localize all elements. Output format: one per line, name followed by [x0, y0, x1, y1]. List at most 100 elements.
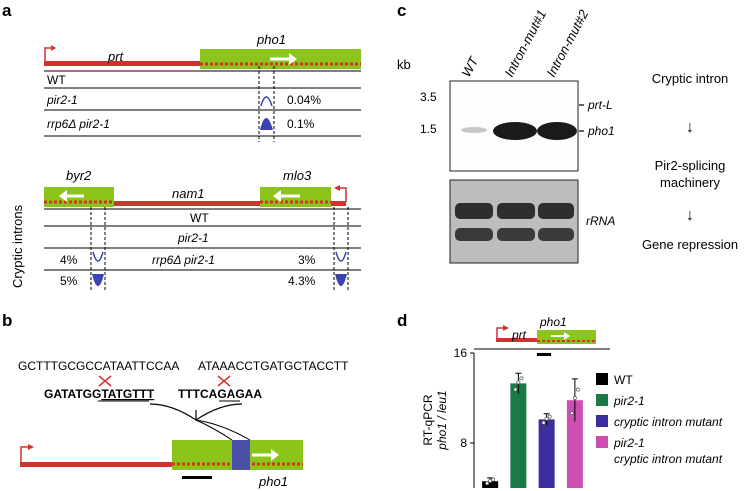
bar-3	[538, 419, 555, 488]
splice-arc-small	[260, 96, 273, 107]
pct-byr2-pir2: 4%	[60, 253, 78, 267]
rrna-band-lower	[497, 228, 535, 241]
row-wt: WT	[47, 73, 66, 87]
data-point	[516, 380, 521, 385]
flow-step-1: Cryptic intron	[652, 71, 729, 86]
marker-3-5: 3.5	[420, 90, 437, 104]
seq-top-left: GCTTTGCGCCATAATTCCAA	[18, 359, 179, 373]
pho1-arrowhead	[271, 449, 279, 461]
mutation-cross-left	[98, 375, 112, 387]
lane-mut2: Intron-mut#2	[543, 7, 591, 80]
kb-label: kb	[397, 57, 411, 72]
seq-top-right: ATAAACCTGATGCTACCTT	[198, 359, 349, 373]
rrna-label: rRNA	[586, 214, 615, 228]
data-point	[547, 414, 552, 419]
prt-label: prt	[107, 49, 125, 64]
probe-bar	[537, 353, 551, 356]
nam1-label: nam1	[172, 186, 205, 201]
seq-bot-left: GATATGGTATGTTT	[44, 387, 155, 401]
prt-tss-arrow	[44, 47, 55, 62]
ylabel-sub: pho1 / leu1	[435, 390, 449, 450]
row-rrp6-pir2-1: rrp6Δ pir2-1	[152, 253, 215, 267]
flow-step-2b: machinery	[660, 175, 720, 190]
data-point	[491, 477, 496, 482]
nam1-tail	[331, 201, 346, 206]
legend-mutant: cryptic intron mutant	[614, 415, 723, 429]
pct-pir2-1: 0.04%	[287, 93, 321, 107]
byr2-arrowhead	[59, 190, 67, 202]
zoom-lines	[195, 419, 251, 441]
legend-pir2-mutant-b: cryptic intron mutant	[614, 452, 723, 466]
flow-step-3: Gene repression	[642, 237, 738, 252]
panel-c-northern: kb WT Intron-mut#1 Intron-mut#2 3.5 1.5 …	[397, 7, 615, 264]
rrna-band-upper	[538, 203, 574, 219]
rrna-gel	[449, 179, 579, 264]
row-wt: WT	[190, 211, 209, 225]
prt-gene-bar	[496, 338, 538, 342]
nam1-tss-arrow	[336, 187, 347, 202]
pct-byr2-rrp6: 5%	[60, 274, 78, 288]
row-rrp6-pir2-1: rrp6Δ pir2-1	[47, 117, 110, 131]
panel-a-letter: a	[2, 1, 12, 20]
prt-gene-bar	[20, 462, 173, 467]
band-label-pho1: pho1	[587, 124, 615, 138]
panel-a-top-diagram: prt pho1 WT pir2-1 rrp6Δ pir2-1 0.04% 0.…	[44, 32, 361, 142]
row-pir2-1: pir2-1	[177, 231, 209, 245]
data-point	[544, 416, 549, 421]
prt-gene-bar	[44, 61, 202, 66]
legend-wt: WT	[614, 373, 633, 387]
data-point	[485, 481, 490, 486]
byr2-label: byr2	[66, 168, 92, 183]
row-pir2-1: pir2-1	[46, 93, 78, 107]
data-point	[569, 411, 574, 416]
inset-prt-label: prt	[511, 328, 527, 342]
panel-d-letter: d	[397, 311, 407, 330]
ylabel-main: RT-qPCR	[421, 394, 435, 445]
tss-arrowhead	[503, 325, 509, 331]
data-point	[513, 387, 518, 392]
legend-pir2-mutant-a: pir2-1	[613, 436, 645, 450]
band-mut1-pho1	[493, 122, 537, 140]
panel-c-letter: c	[397, 1, 406, 20]
cryptic-intron-box	[232, 440, 250, 470]
rrna-band-lower	[538, 228, 574, 241]
splice-arc	[335, 251, 347, 262]
tss-arrowhead	[28, 444, 34, 450]
splice-arc-large	[260, 118, 273, 130]
panel-b-letter: b	[2, 311, 12, 330]
mlo3-label: mlo3	[283, 168, 312, 183]
legend-swatch-pir2	[596, 394, 608, 406]
seq-bot-right: TTTCAGAGAA	[178, 387, 262, 401]
rrna-band-upper	[497, 203, 535, 219]
bar-4	[566, 400, 583, 488]
rrna-band-lower	[455, 228, 493, 241]
panel-b-diagram: GCTTTGCGCCATAATTCCAA ATAAACCTGATGCTACCTT…	[18, 359, 349, 489]
nam1-gene-bar	[114, 201, 260, 206]
legend-swatch-pir2-mutant	[596, 436, 608, 448]
y-tick-label: 16	[454, 346, 468, 360]
pct-rrp6-pir2-1: 0.1%	[287, 117, 315, 131]
lane-wt: WT	[458, 54, 481, 80]
lane-mut1: Intron-mut#1	[501, 7, 549, 79]
inset-pho1-label: pho1	[539, 315, 567, 329]
bar-2	[510, 383, 527, 488]
flow-arrow-1: ↓	[686, 119, 694, 136]
data-point	[572, 396, 577, 401]
data-point	[519, 376, 524, 381]
legend-pir2: pir2-1	[613, 394, 645, 408]
legend-swatch-mutant	[596, 415, 608, 427]
pho1-arrowhead	[289, 53, 297, 65]
pho1-label: pho1	[256, 32, 286, 47]
data-point	[575, 387, 580, 392]
pct-mlo3-rrp6: 4.3%	[288, 274, 316, 288]
pct-mlo3-pir2: 3%	[298, 253, 316, 267]
cryptic-introns-label: Cryptic introns	[10, 204, 25, 288]
legend-swatch-wt	[596, 373, 608, 385]
pho1-label: pho1	[258, 474, 288, 489]
pho1-arrowhead	[564, 332, 570, 340]
data-point	[541, 420, 546, 425]
legend: WT pir2-1 cryptic intron mutant pir2-1 c…	[596, 373, 723, 466]
panel-a-bottom-diagram: byr2 nam1 mlo3 WT pir2-1 rrp6Δ pir2-1 4%…	[44, 168, 361, 292]
splice-arc	[92, 274, 104, 286]
